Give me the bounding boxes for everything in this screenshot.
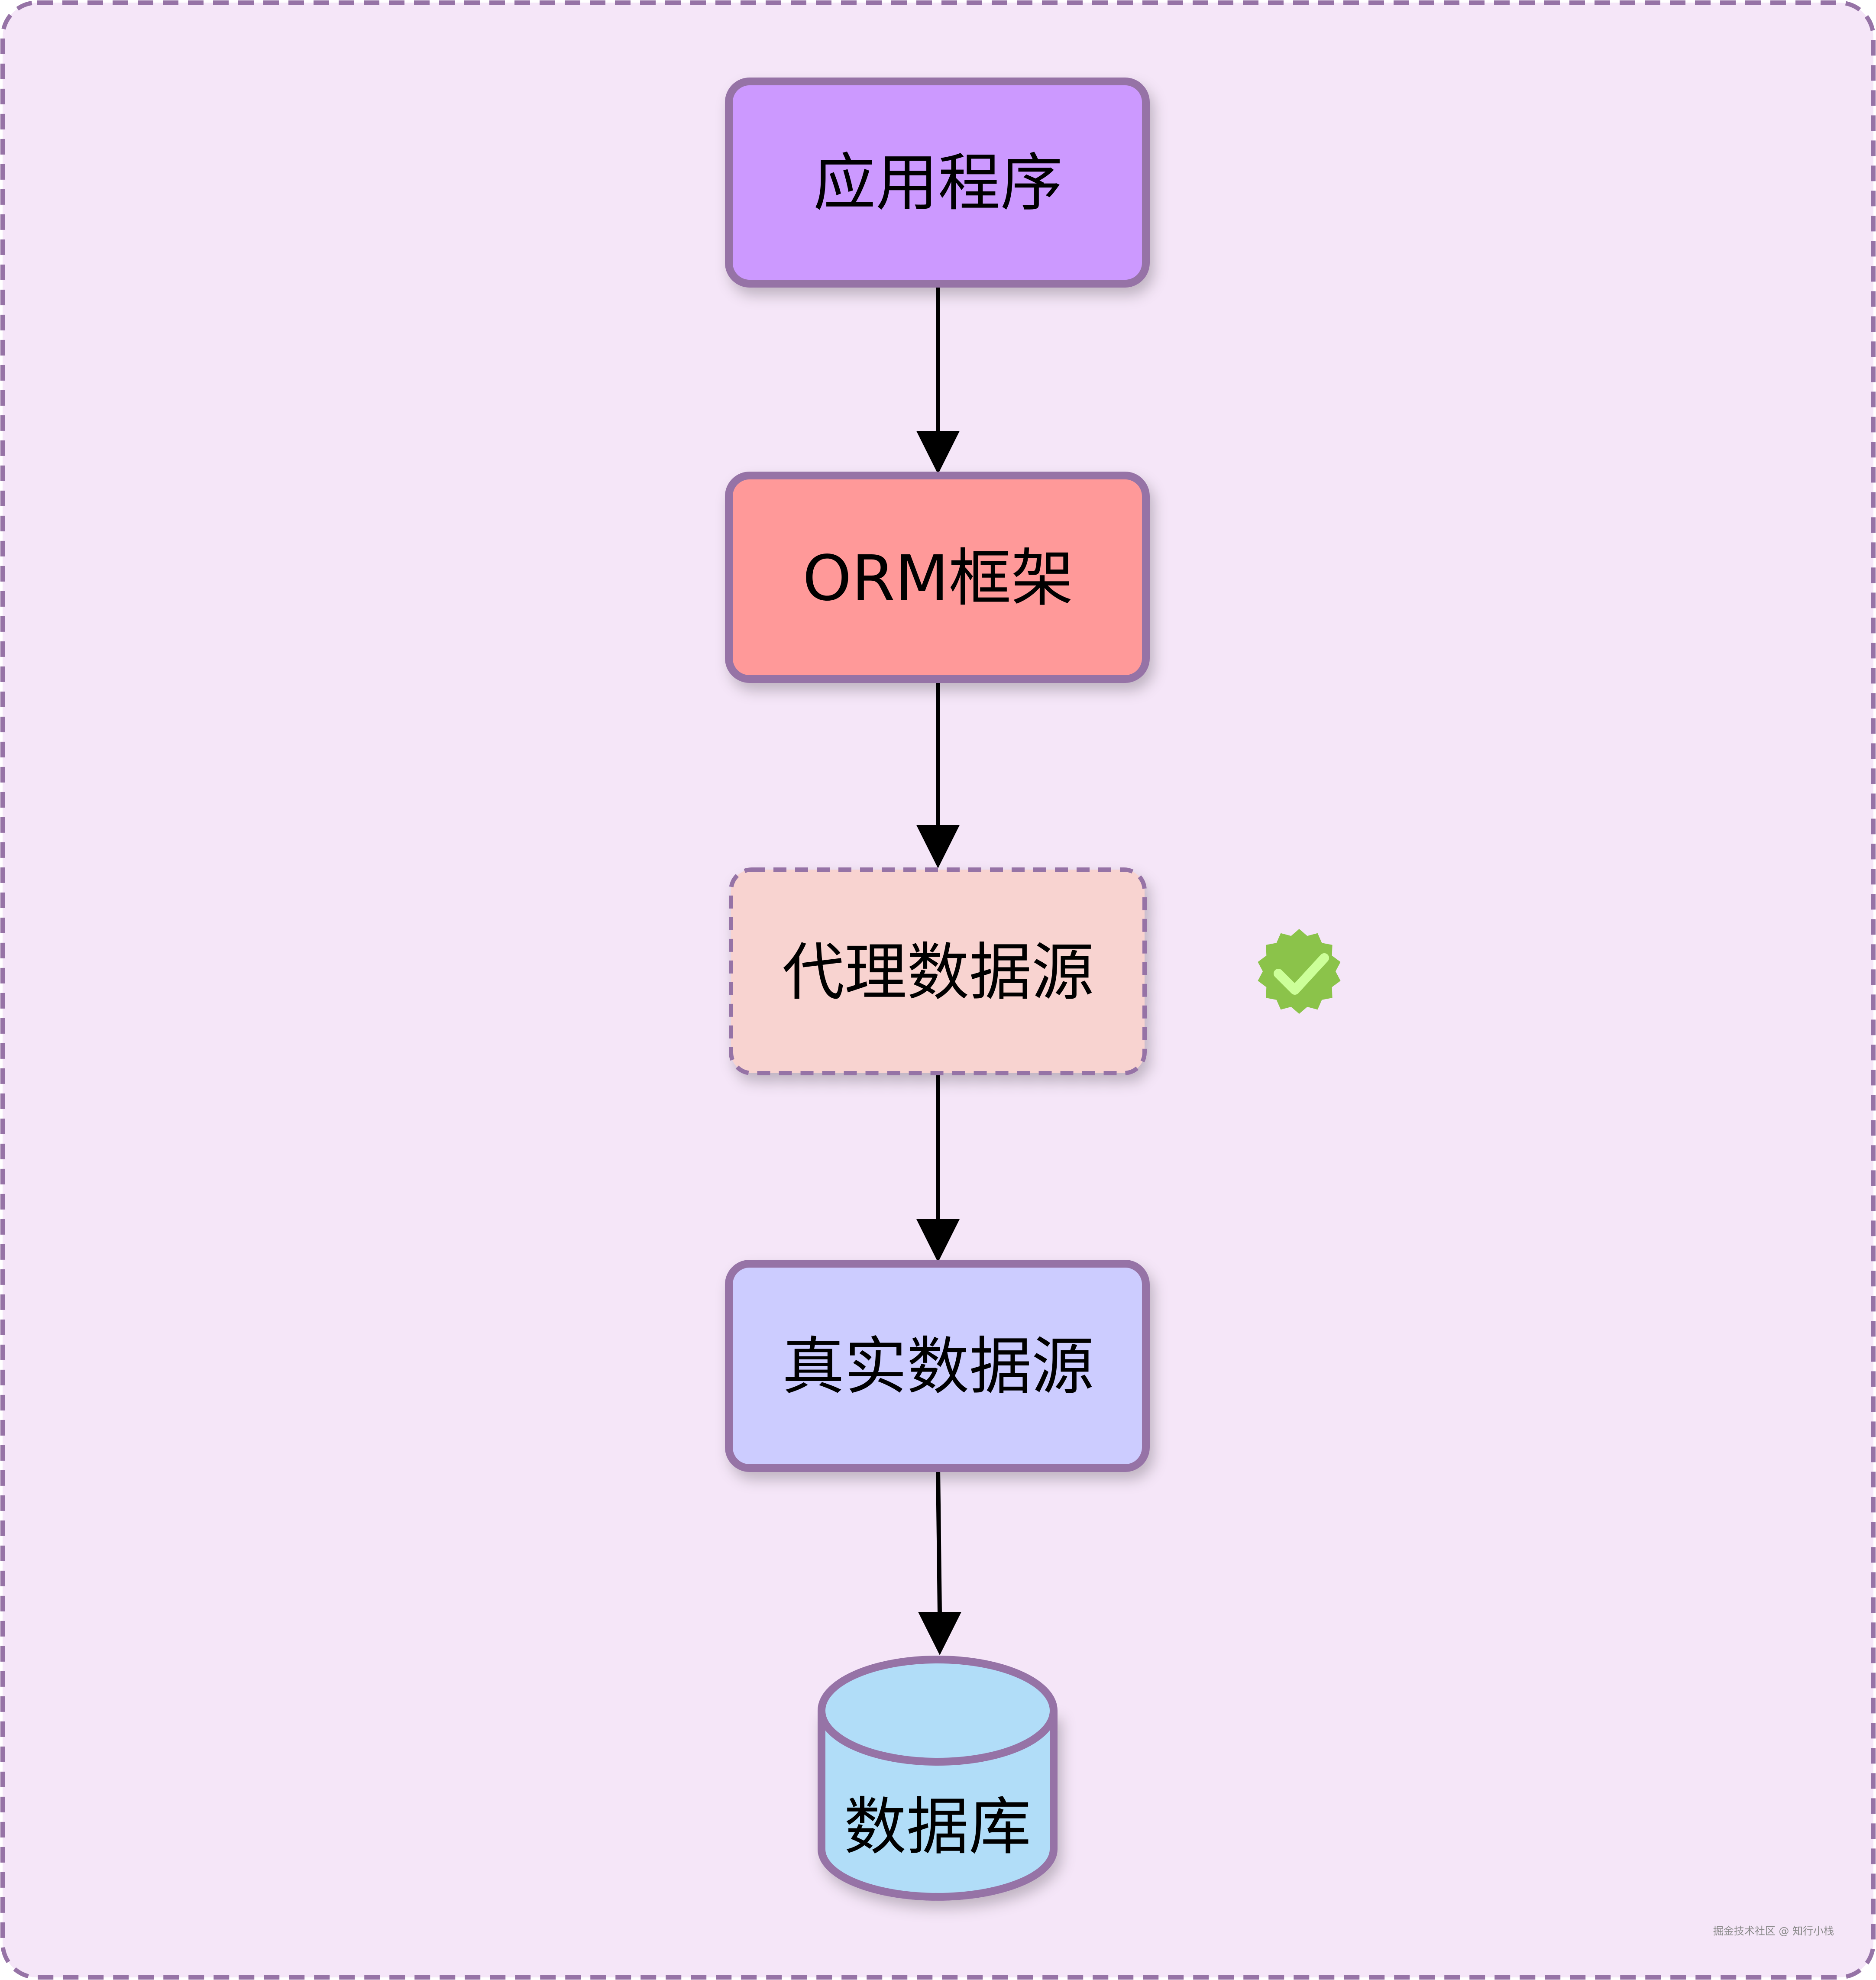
- node-database[interactable]: 数据库: [818, 1656, 1058, 1901]
- node-application-label: 应用程序: [813, 146, 1063, 219]
- node-orm-framework-label: ORM框架: [802, 542, 1074, 615]
- node-proxy-datasource-label: 代理数据源: [782, 936, 1094, 1009]
- node-real-datasource-label: 真实数据源: [782, 1330, 1094, 1403]
- node-database-label: 数据库: [844, 1790, 1031, 1863]
- edge-app-to-orm: [916, 284, 960, 474]
- node-proxy-datasource[interactable]: 代理数据源: [729, 867, 1147, 1075]
- verified-check-icon: [1258, 929, 1341, 1014]
- edge-proxy-to-real: [916, 1074, 960, 1262]
- node-orm-framework[interactable]: ORM框架: [725, 472, 1150, 683]
- watermark: 掘金技术社区 @ 知行小栈: [1713, 1925, 1834, 1937]
- edge-real-to-db: [918, 1468, 961, 1655]
- node-application[interactable]: 应用程序: [725, 78, 1150, 288]
- node-real-datasource[interactable]: 真实数据源: [725, 1260, 1150, 1472]
- edge-orm-to-proxy: [916, 679, 960, 868]
